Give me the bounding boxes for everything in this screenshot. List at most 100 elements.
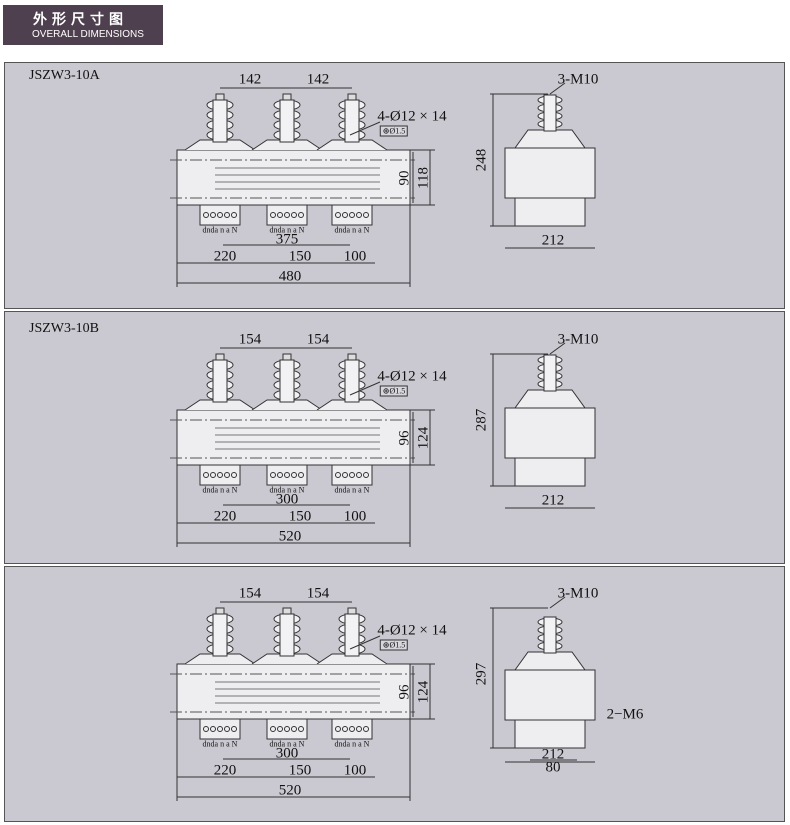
side-body xyxy=(504,407,596,459)
pitch-left-label: 142 xyxy=(238,71,262,88)
side-body xyxy=(504,669,596,721)
dim-220-label: 220 xyxy=(213,508,237,525)
terminal-screw xyxy=(217,472,223,478)
terminal-screw xyxy=(210,726,216,732)
insulator-core xyxy=(212,99,228,143)
terminal-screw xyxy=(342,472,348,478)
terminal-screw xyxy=(356,472,362,478)
span-label: 375 xyxy=(275,231,299,248)
terminal-screw xyxy=(291,212,297,218)
terminal-screw xyxy=(203,212,209,218)
span-label: 300 xyxy=(275,491,299,508)
terminal-box xyxy=(331,464,373,486)
terminal-screw xyxy=(224,212,230,218)
terminal-bolt xyxy=(347,607,357,615)
terminal-screw xyxy=(349,726,355,732)
terminal-markings-label: dnda n a N xyxy=(202,739,238,749)
terminal-screw xyxy=(356,212,362,218)
side-width-label: 212 xyxy=(541,232,565,249)
top-thread-label: 3-M10 xyxy=(557,331,599,348)
terminal-screw xyxy=(298,472,304,478)
section-header: 外形尺寸图 OVERALL DIMENSIONS xyxy=(3,5,163,45)
terminal-screw xyxy=(224,472,230,478)
dim-150-label: 150 xyxy=(288,508,312,525)
side-height-label: 248 xyxy=(473,148,490,172)
terminal-screw xyxy=(270,212,276,218)
terminal-screw xyxy=(231,212,237,218)
side-top xyxy=(514,389,586,409)
transformer-body xyxy=(176,149,411,206)
terminal-bolt xyxy=(347,93,357,101)
terminal-screw xyxy=(284,212,290,218)
terminal-box xyxy=(266,718,308,740)
leader-line xyxy=(549,82,566,95)
dim-100-label: 100 xyxy=(343,248,367,265)
pitch-left-label: 154 xyxy=(238,585,262,602)
terminal-screw xyxy=(231,472,237,478)
terminal-screw xyxy=(335,472,341,478)
height-outer-label: 124 xyxy=(415,426,432,450)
terminal-screw xyxy=(203,472,209,478)
pitch-right-label: 154 xyxy=(306,585,330,602)
height-inner-label: 96 xyxy=(396,684,413,700)
side-top xyxy=(514,129,586,149)
terminal-markings-label: dnda n a N xyxy=(269,485,305,495)
insulator-core xyxy=(344,99,360,143)
terminal-box xyxy=(331,718,373,740)
terminal-box xyxy=(331,204,373,226)
mounting-holes-label: 4-Ø12 × 14 xyxy=(377,622,447,639)
terminal-bolt xyxy=(215,353,225,361)
terminal-bolt xyxy=(282,607,292,615)
insulator-core xyxy=(543,616,557,654)
terminal-screw xyxy=(349,472,355,478)
terminal-markings-label: dnda n a N xyxy=(202,485,238,495)
terminal-screw xyxy=(335,212,341,218)
insulator-core xyxy=(279,99,295,143)
terminal-screw xyxy=(349,212,355,218)
top-thread-label: 3-M10 xyxy=(557,585,599,602)
terminal-bolt xyxy=(215,607,225,615)
total-length-label: 480 xyxy=(278,268,302,285)
pitch-right-label: 154 xyxy=(306,331,330,348)
terminal-screw xyxy=(270,726,276,732)
terminal-screw xyxy=(342,212,348,218)
leader-line xyxy=(549,596,566,609)
insulator-core xyxy=(344,613,360,657)
side-width-label: 212 xyxy=(541,492,565,509)
terminal-screw xyxy=(284,472,290,478)
terminal-screw xyxy=(203,726,209,732)
height-outer-label: 118 xyxy=(415,167,432,189)
height-outer-label: 124 xyxy=(415,680,432,704)
side-base xyxy=(514,719,586,749)
height-inner-label: 96 xyxy=(396,430,413,446)
dim-220-label: 220 xyxy=(213,248,237,265)
terminal-markings-label: dnda n a N xyxy=(269,739,305,749)
terminal-screw xyxy=(217,726,223,732)
side-base xyxy=(514,197,586,227)
side-base-label: 80 xyxy=(545,759,561,776)
terminal-screw xyxy=(210,212,216,218)
span-label: 300 xyxy=(275,745,299,762)
terminal-screw xyxy=(335,726,341,732)
insulator-core xyxy=(212,613,228,657)
side-body xyxy=(504,147,596,199)
dim-220-label: 220 xyxy=(213,762,237,779)
leader-line xyxy=(349,635,381,650)
insulator-core xyxy=(279,613,295,657)
top-thread-label: 3-M10 xyxy=(557,71,599,88)
side-height-label: 287 xyxy=(473,408,490,432)
transformer-body xyxy=(176,409,411,466)
terminal-box xyxy=(266,204,308,226)
leader-line xyxy=(349,381,381,396)
terminal-screw xyxy=(298,726,304,732)
terminal-screw xyxy=(284,726,290,732)
terminal-screw xyxy=(363,212,369,218)
terminal-screw xyxy=(298,212,304,218)
model-name: JSZW3-10A xyxy=(29,68,100,83)
dim-100-label: 100 xyxy=(343,762,367,779)
terminal-screw xyxy=(356,726,362,732)
height-inner-label: 90 xyxy=(396,170,413,186)
terminal-screw xyxy=(277,472,283,478)
mounting-holes-label: 4-Ø12 × 14 xyxy=(377,108,447,125)
